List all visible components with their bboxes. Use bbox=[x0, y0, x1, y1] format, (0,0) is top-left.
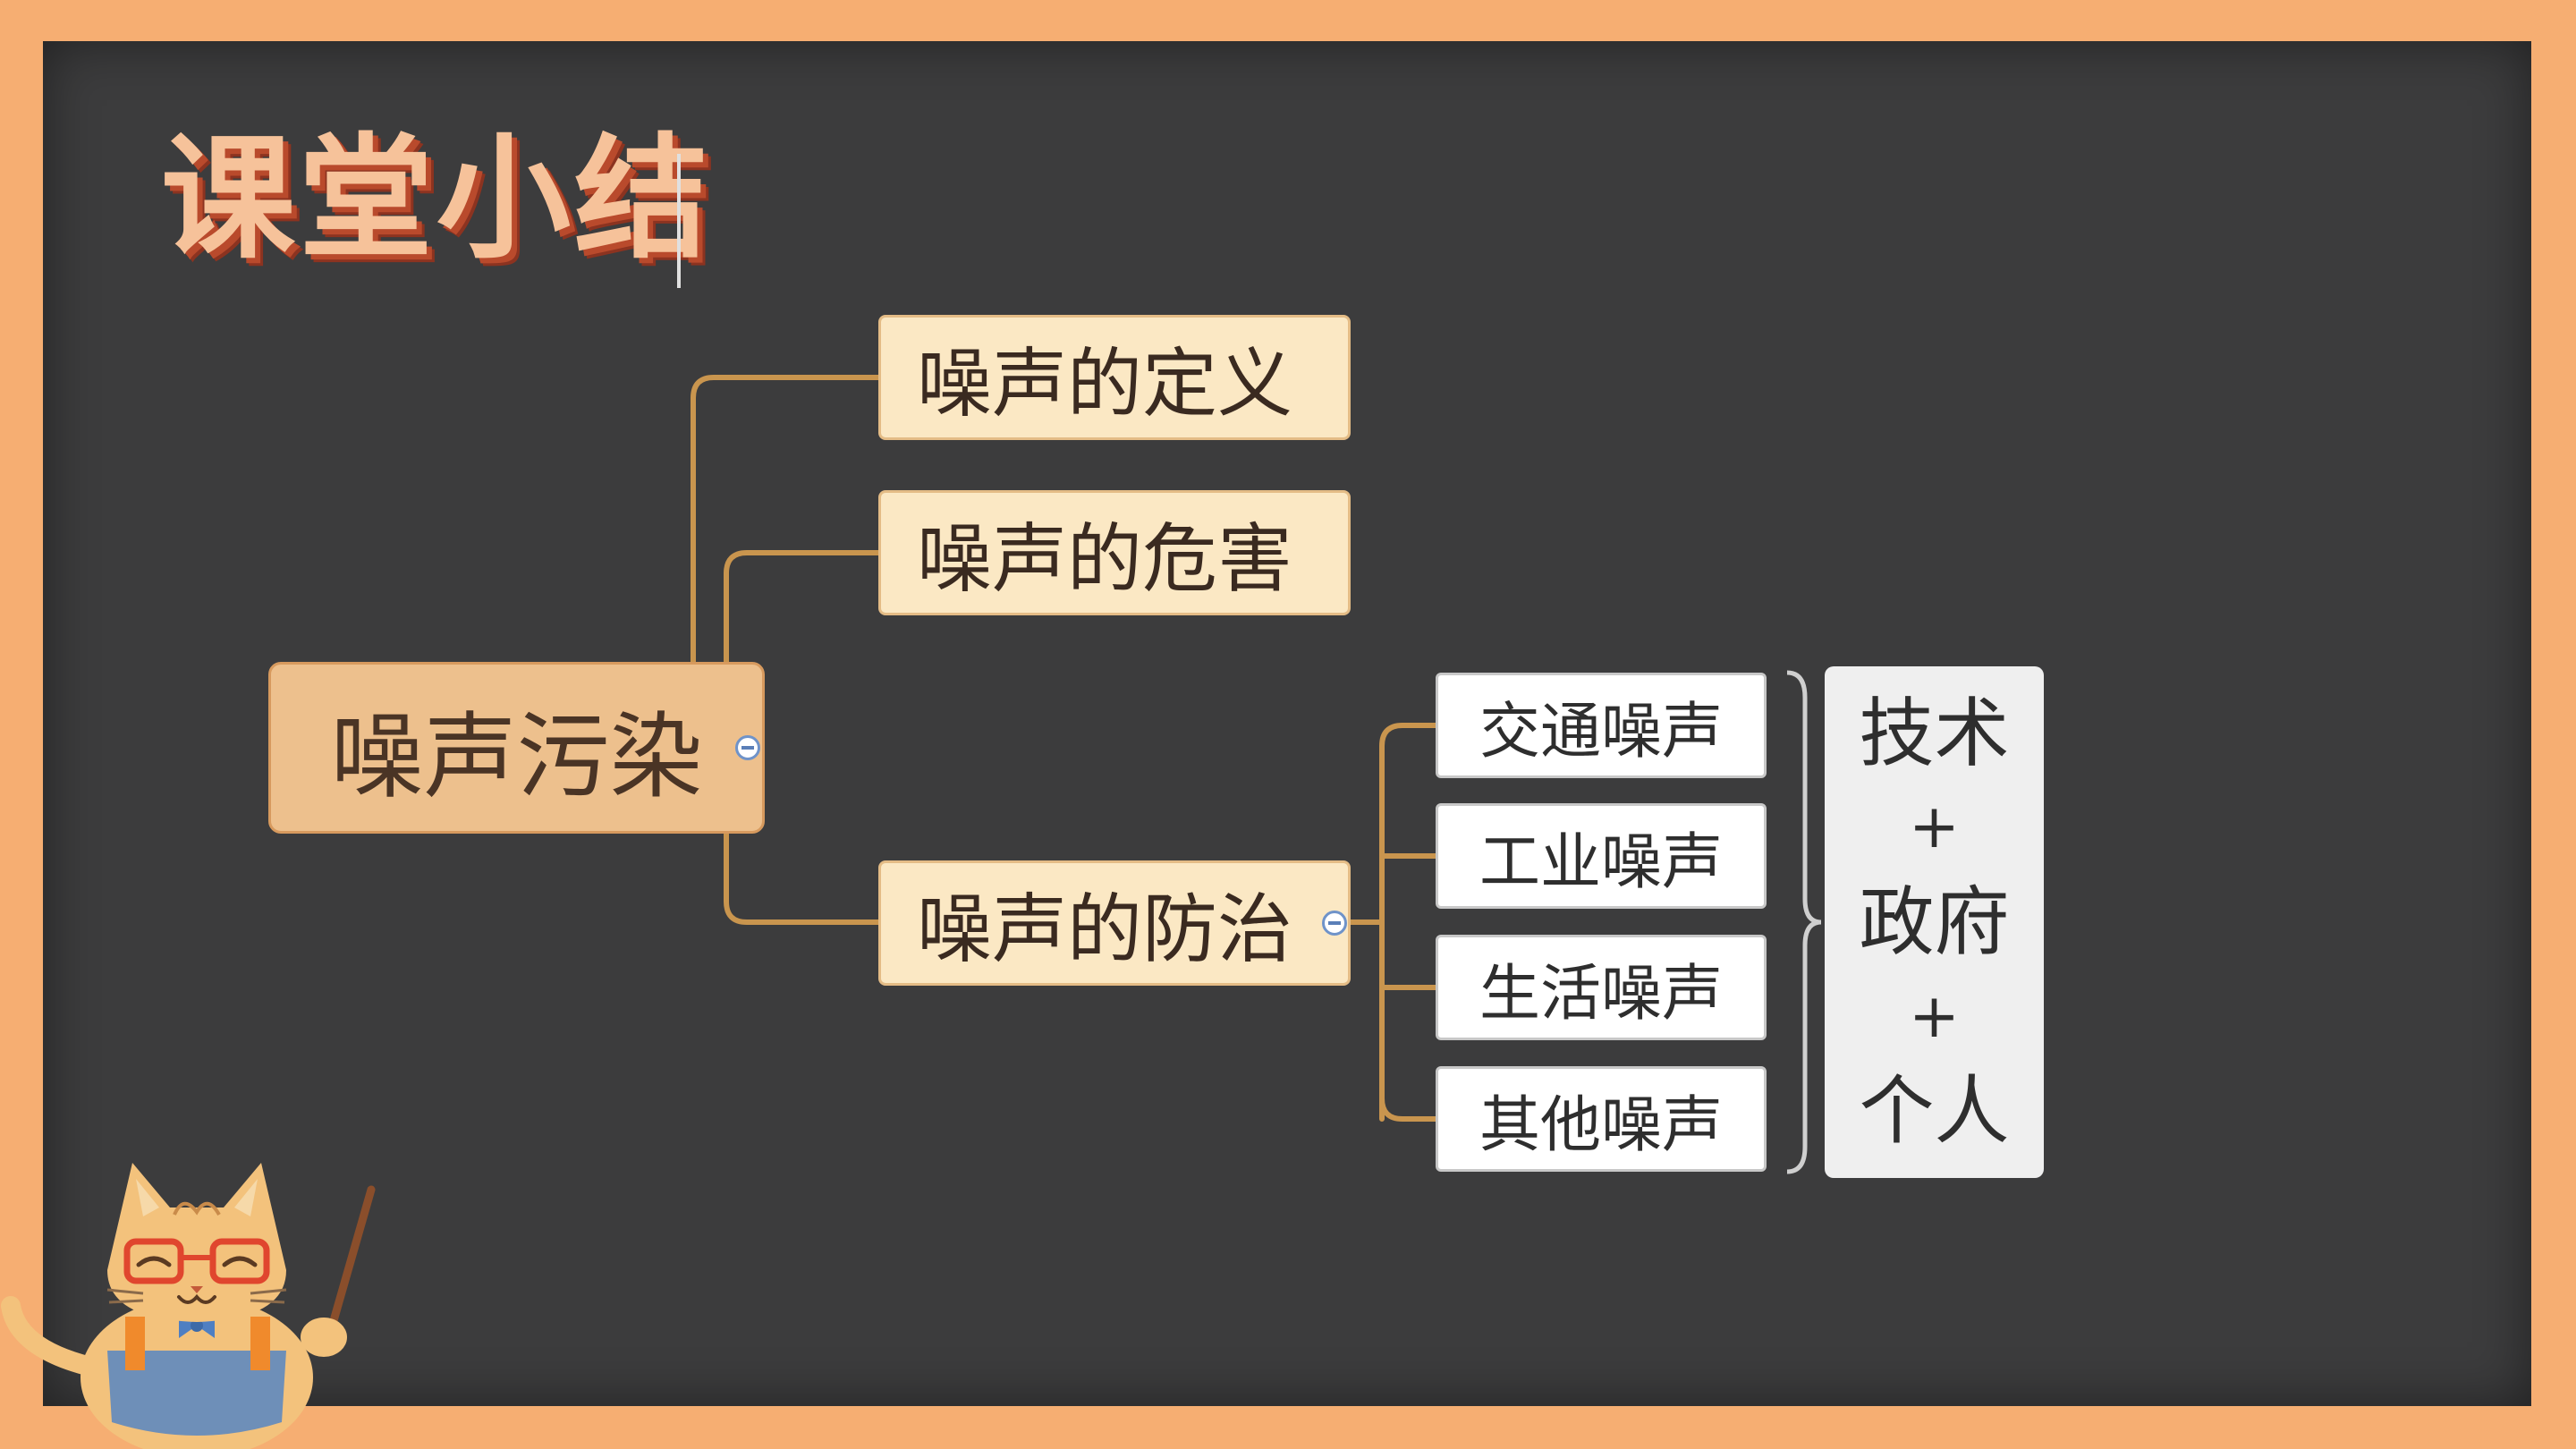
summary-plus: + bbox=[1909, 980, 1960, 1052]
text-cursor bbox=[677, 154, 681, 288]
collapse-icon[interactable] bbox=[735, 735, 760, 760]
connector-root-b1 bbox=[691, 375, 881, 665]
leaf-traffic-noise[interactable]: 交通噪声 bbox=[1436, 673, 1767, 778]
leaf-industrial-noise[interactable]: 工业噪声 bbox=[1436, 803, 1767, 909]
branch-harm[interactable]: 噪声的危害 bbox=[878, 490, 1351, 615]
cat-teacher-mascot bbox=[1, 1163, 376, 1449]
summary-item-technology: 技术 bbox=[1859, 689, 2010, 777]
branch-prevention[interactable]: 噪声的防治 bbox=[878, 860, 1351, 986]
collapse-icon[interactable] bbox=[1322, 911, 1347, 936]
root-node[interactable]: 噪声污染 bbox=[268, 662, 765, 834]
summary-plus: + bbox=[1909, 792, 1960, 863]
summary-box[interactable]: 技术 + 政府 + 个人 bbox=[1825, 666, 2044, 1178]
slide-title: 课堂小结 bbox=[161, 122, 713, 277]
connector-root-b3 bbox=[724, 831, 881, 925]
branch-definition[interactable]: 噪声的定义 bbox=[878, 315, 1351, 440]
connector-root-b2 bbox=[724, 550, 881, 665]
summary-brace bbox=[1786, 670, 1822, 1174]
leaf-other-noise[interactable]: 其他噪声 bbox=[1436, 1066, 1767, 1172]
leaf-living-noise[interactable]: 生活噪声 bbox=[1436, 935, 1767, 1040]
summary-item-government: 政府 bbox=[1859, 877, 2010, 966]
summary-item-individual: 个人 bbox=[1859, 1067, 2010, 1156]
connector-b3-l4 bbox=[1379, 1096, 1438, 1122]
connector-b3-l1 bbox=[1379, 723, 1438, 1122]
